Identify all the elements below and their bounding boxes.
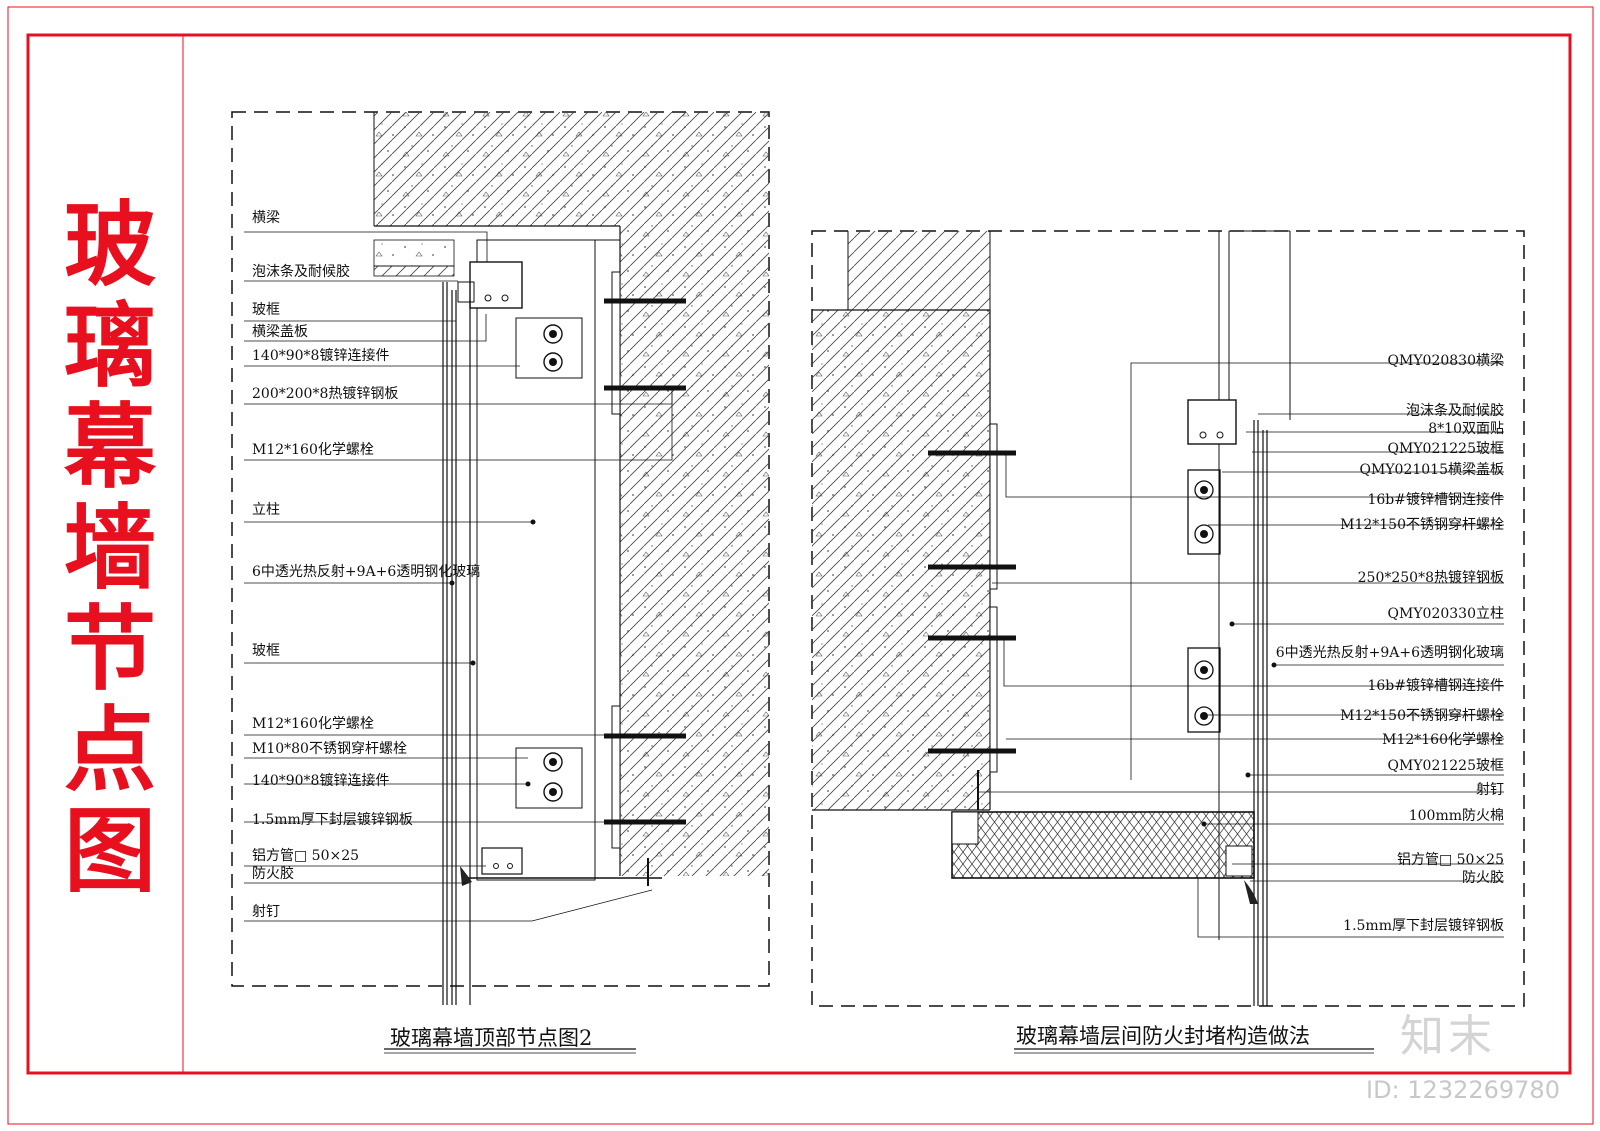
left-detail-drawing xyxy=(231,111,770,1005)
sheet-title-char: 图 xyxy=(63,798,156,905)
right-label: QMY020330立柱 xyxy=(1387,606,1505,622)
right-label: 1.5mm厚下封层镀锌钢板 xyxy=(1343,918,1504,934)
right-detail-title: 玻璃幕墙层间防火封堵构造做法 xyxy=(1016,1024,1310,1048)
left-label: 横梁盖板 xyxy=(252,324,308,340)
left-label: 140*90*8镀锌连接件 xyxy=(252,348,390,364)
right-label: 泡沫条及耐候胶 xyxy=(1406,403,1504,419)
sheet-title-char: 玻 xyxy=(63,192,156,299)
left-detail-title: 玻璃幕墙顶部节点图2 xyxy=(390,1026,593,1050)
sheet-title-char: 节 xyxy=(63,596,156,703)
left-label: 玻框 xyxy=(252,643,280,659)
sheet-title-char: 墙 xyxy=(63,495,156,602)
sheet-title: 玻 璃 幕 墙 节 点 图 xyxy=(60,195,160,902)
right-label: QMY021225玻框 xyxy=(1387,758,1505,774)
left-label: 防火胶 xyxy=(252,866,294,882)
left-label: 玻框 xyxy=(252,302,280,318)
right-label: M12*150不锈钢穿杆螺栓 xyxy=(1340,708,1504,724)
right-label: QMY021015横梁盖板 xyxy=(1359,462,1505,478)
right-label: 16b#镀锌槽钢连接件 xyxy=(1367,678,1504,694)
right-label: 防火胶 xyxy=(1462,870,1504,886)
right-label: 250*250*8热镀锌钢板 xyxy=(1357,570,1504,586)
right-label: 100mm防火棉 xyxy=(1408,808,1504,824)
right-label: 铝方管□ 50×25 xyxy=(1396,852,1504,868)
right-detail-drawing xyxy=(811,230,1525,1007)
sheet-title-char: 点 xyxy=(63,697,156,804)
right-label: 射钉 xyxy=(1476,782,1504,798)
left-label: 140*90*8镀锌连接件 xyxy=(252,773,390,789)
outer-border xyxy=(7,6,1594,1125)
left-label: 泡沫条及耐候胶 xyxy=(252,264,350,280)
left-label: 立柱 xyxy=(252,502,280,518)
sheet-title-char: 璃 xyxy=(63,293,156,400)
left-label: M12*160化学螺栓 xyxy=(252,716,374,732)
left-label: M10*80不锈钢穿杆螺栓 xyxy=(252,741,407,757)
sheet-title-char: 幕 xyxy=(63,394,156,501)
brand-logo: 知末 xyxy=(1400,1011,1496,1062)
left-label: 6中透光热反射+9A+6透明钢化玻璃 xyxy=(252,564,481,580)
right-label: QMY020830横梁 xyxy=(1387,353,1505,369)
right-label: 16b#镀锌槽钢连接件 xyxy=(1367,492,1504,508)
inner-border xyxy=(26,33,1572,1075)
left-label: 1.5mm厚下封层镀锌钢板 xyxy=(252,812,413,828)
left-label: 横梁 xyxy=(252,210,280,226)
right-label: M12*150不锈钢穿杆螺栓 xyxy=(1340,517,1504,533)
left-label: M12*160化学螺栓 xyxy=(252,442,374,458)
id-tag: ID: 1232269780 xyxy=(1366,1076,1560,1104)
left-label: 铝方管□ 50×25 xyxy=(252,848,360,864)
right-label: 8*10双面贴 xyxy=(1428,421,1504,437)
left-label: 200*200*8热镀锌钢板 xyxy=(252,386,399,402)
right-label: M12*160化学螺栓 xyxy=(1382,732,1504,748)
right-label: QMY021225玻框 xyxy=(1387,441,1505,457)
left-label: 射钉 xyxy=(252,904,280,920)
right-label: 6中透光热反射+9A+6透明钢化玻璃 xyxy=(1275,645,1504,661)
